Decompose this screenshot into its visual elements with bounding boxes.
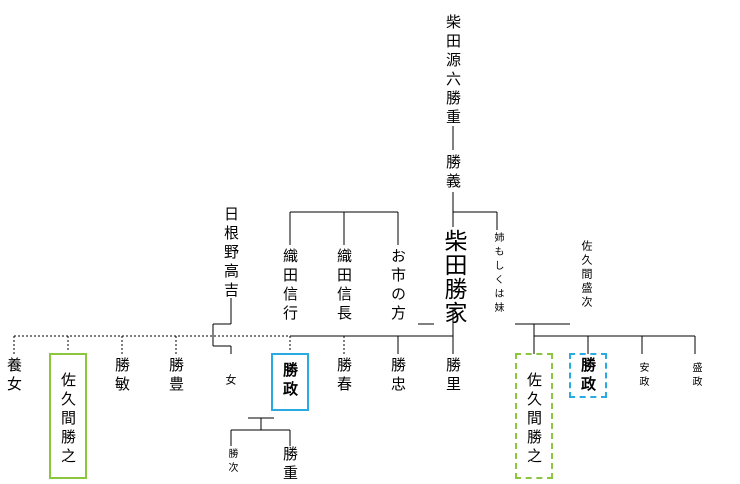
morimasa-name: 盛政 [690, 362, 701, 390]
shibata-katsuie-name: 柴田勝家 [440, 229, 466, 325]
sakuma-katsuyuki-right-name: 佐久間勝之 [525, 372, 543, 467]
sakuma-katsuyuki-right-box [515, 353, 553, 479]
onna-name: 女 [224, 374, 237, 388]
katsumasa-left-box [271, 353, 309, 411]
hine-takayoshi-name: 日根野高吉 [222, 206, 240, 301]
katsutoshi-name: 勝敏 [113, 357, 131, 395]
yojo-name: 養女 [5, 357, 23, 395]
katsuyoshi-name: 勝義 [444, 154, 462, 192]
shibata-genroku-katsushige-name: 柴田源六勝重 [444, 14, 462, 128]
katsutoyo-name: 勝豊 [167, 357, 185, 395]
katsumasa-left-name: 勝政 [281, 362, 299, 400]
katsusato-name: 勝里 [444, 357, 462, 395]
sakuma-katsuyuki-left-name: 佐久間勝之 [59, 372, 77, 467]
yasumasa-name: 安政 [637, 362, 648, 390]
oda-nobuyuki-name: 織田信行 [281, 248, 299, 324]
katsutada-name: 勝忠 [389, 357, 407, 395]
oda-nobunaga-name: 織田信長 [335, 248, 353, 324]
oichi-name: お市の方 [389, 248, 407, 324]
katsumasa-right-name: 勝政 [579, 357, 597, 395]
sakuma-katsuyuki-left-box [49, 353, 87, 479]
katsumasa-right-box [569, 353, 607, 398]
sakuma-morimasa-parent-name: 佐久間盛次 [580, 240, 593, 310]
katsuharu-name: 勝春 [335, 357, 353, 395]
ane-imouto-name: 姉もしくは妹 [492, 232, 503, 316]
katsutsugu-name: 勝次 [226, 448, 237, 476]
katsushige-name: 勝重 [281, 446, 299, 484]
